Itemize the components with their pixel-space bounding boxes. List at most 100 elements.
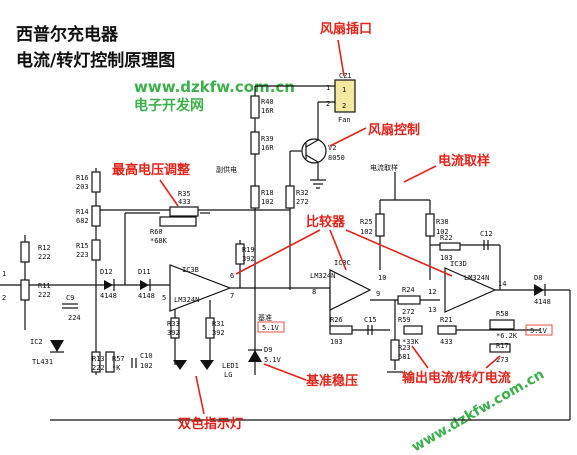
r33-resistor: [170, 317, 180, 339]
r16-value: 203: [76, 183, 89, 191]
r19-label: R19: [242, 246, 255, 254]
d11-label: D11: [138, 268, 151, 276]
r12-resistor: [20, 241, 30, 263]
c10-label: C10: [140, 352, 153, 360]
led1-value: LG: [224, 371, 232, 379]
ic2-label: IC2: [30, 338, 43, 346]
r35-resistor: [169, 206, 199, 217]
r38-resistor: [425, 213, 435, 237]
r57-resistor: [105, 351, 115, 373]
r39-resistor: [250, 131, 260, 155]
r23-resistor: [390, 339, 400, 361]
annotation-fan-control: 风扇控制: [368, 122, 420, 138]
r13-resistor: [91, 351, 101, 373]
ic3b-label: IC3B: [182, 266, 199, 274]
ic3d-model: LM324N: [464, 274, 489, 282]
ic3c-model: LM324N: [310, 272, 335, 280]
d8-value: 4148: [534, 298, 551, 306]
r38-label: R38: [436, 218, 449, 226]
arrow-current-sampling: [403, 165, 437, 183]
r15-resistor: [91, 239, 101, 261]
d12-diode: [104, 280, 113, 290]
ref-voltage: 5.1V: [262, 324, 280, 332]
fan-label: Fan: [338, 116, 351, 124]
c9-label: C9: [66, 294, 74, 302]
r38-value: 102: [436, 228, 449, 236]
r58-label: R58: [496, 310, 509, 318]
cz1-inner2: 2: [342, 102, 346, 110]
r32-value: 272: [296, 198, 309, 206]
r22-resistor: [439, 242, 461, 251]
r40-resistor: [250, 95, 260, 119]
ic3d-pin14: 14: [498, 280, 506, 288]
r39-label: R39: [261, 135, 274, 143]
v2-label: V2: [328, 144, 336, 152]
r40-value: 16R: [261, 107, 274, 115]
ic3c-opamp: [329, 269, 372, 311]
node-2-left: 2: [2, 294, 6, 302]
r13-label: R13: [92, 355, 105, 363]
r58-value: *6.2K: [496, 332, 518, 340]
arrow-output-r59: [411, 345, 429, 369]
arrow-comparator-c: [329, 229, 347, 271]
d8-label: D8: [534, 274, 542, 282]
r59-resistor: [403, 325, 423, 335]
cz1-label: CZ1: [339, 72, 352, 80]
r33-label: R33: [167, 320, 180, 328]
ic2-tl431: [50, 340, 64, 352]
d9-label: D9: [264, 346, 272, 354]
ref-voltage-tag: [257, 321, 285, 333]
ic3d-pin13: 13: [428, 306, 436, 314]
d11-value: 4148: [138, 292, 155, 300]
node-1-left: 1: [2, 270, 6, 278]
r11-label: R11: [38, 282, 51, 290]
r26-value: 103: [330, 338, 343, 346]
ic3d-label: IC3D: [450, 260, 467, 268]
r58-resistor: [489, 319, 515, 330]
r60-resistor: [159, 216, 197, 227]
annotation-bicolor-led: 双色指示灯: [178, 416, 243, 432]
r26-resistor: [329, 325, 353, 335]
r22-label: R22: [440, 234, 453, 242]
r14-label: R14: [76, 208, 89, 216]
r19-resistor: [235, 243, 245, 265]
title-line1: 西普尔充电器: [16, 24, 119, 45]
r24-label: R24: [402, 286, 415, 294]
r39-value: 16R: [261, 144, 274, 152]
c12-label: C12: [480, 230, 493, 238]
r31-resistor: [205, 317, 215, 339]
r32-resistor: [285, 185, 295, 209]
arrow-bicolor-led: [195, 375, 205, 415]
ic3b-pin5: 5: [162, 294, 166, 302]
r57-value: *K: [112, 364, 121, 372]
ic3b-pin6: 6: [230, 272, 234, 280]
r24-value: 272: [402, 308, 415, 316]
r14-resistor: [91, 205, 101, 227]
r16-label: R16: [76, 174, 89, 182]
c9-value: 224: [68, 314, 81, 322]
arrow-fan-control: [329, 127, 367, 147]
ic3b-opamp: [169, 264, 232, 312]
r18-resistor: [250, 185, 260, 209]
v2-emitter-leg: [305, 154, 319, 163]
r17-resistor: [489, 343, 511, 353]
r31-value: 392: [212, 329, 225, 337]
ic3d-opamp: [444, 267, 497, 313]
r25-label: R25: [360, 218, 373, 226]
r33-value: 392: [167, 329, 180, 337]
d9-value: 5.1V: [264, 356, 282, 364]
ref-label: 基准: [258, 313, 272, 322]
ic3c-pin9: 9: [376, 290, 380, 298]
led1-label: LED1: [222, 362, 239, 370]
arrow-max-voltage: [159, 179, 179, 207]
r59-value: *33K: [402, 338, 420, 346]
cz1-connector: [334, 79, 356, 113]
annotation-fan-socket: 风扇插口: [320, 21, 372, 37]
r15-label: R15: [76, 242, 89, 250]
r12-label: R12: [38, 244, 51, 252]
r15-value: 223: [76, 251, 89, 259]
v2-value: 8050: [328, 154, 345, 162]
ic3c-pin10: 10: [378, 274, 386, 282]
fan-ctrl-label: 副供电: [216, 165, 237, 174]
